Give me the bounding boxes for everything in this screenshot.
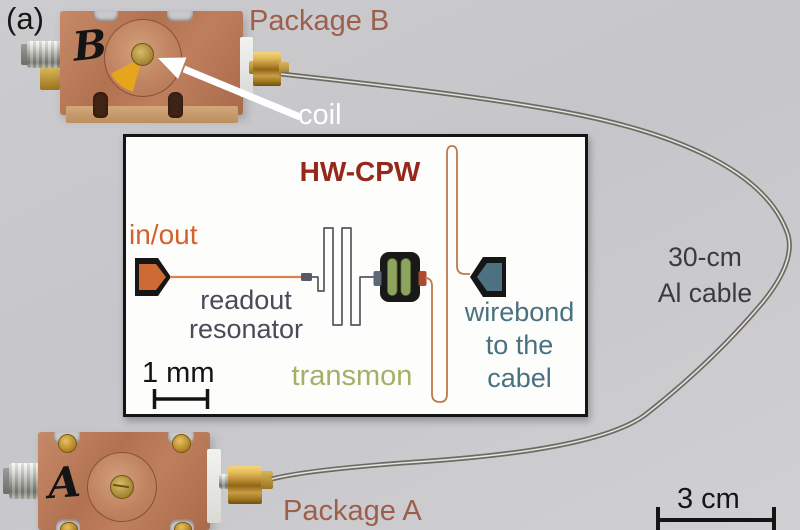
readout-label-line2: resonator [188, 313, 304, 344]
wirebond-label: wirebond to the cabel [442, 296, 597, 395]
wirebond-label-line3: cabel [487, 363, 552, 393]
package-b-slot-right [168, 92, 183, 118]
wirebond-label-line2: to the [485, 330, 554, 360]
package-a-connector-cap [3, 468, 12, 494]
panel-label: (a) [6, 1, 44, 36]
wirebond-label-line1: wirebond [464, 297, 575, 327]
package-b-center-screw [131, 43, 154, 66]
package-a-sma-barrel [261, 471, 273, 489]
readout-label-line1: readout [200, 285, 292, 315]
package-b-notch-right [167, 11, 193, 22]
package-a-screw-top-right [172, 434, 191, 453]
package-a-screw-bottom-right [174, 522, 192, 530]
package-a-sma-nut [228, 466, 262, 504]
readout-resonator-label: readout resonator [165, 286, 327, 343]
package-b-gold-fitting [40, 68, 60, 90]
package-a-marker: A [46, 456, 83, 509]
package-a-label: Package A [283, 495, 422, 527]
package-a-bracket [207, 449, 221, 523]
package-b-slot-left [93, 92, 108, 118]
cable-label: 30-cm Al cable [630, 239, 780, 311]
package-b-marker: B [70, 20, 110, 71]
coil-label: coil [298, 99, 342, 131]
package-b-sma-barrel [279, 62, 289, 76]
package-b-connector-cap [21, 44, 30, 65]
inset-scale-label: 1 mm [142, 357, 215, 389]
in-out-label: in/out [129, 219, 198, 250]
transmon-label: transmon [291, 360, 413, 392]
package-b-base-plate [66, 106, 238, 123]
photo-scale-label: 3 cm [677, 483, 740, 515]
cable-label-line2: Al cable [657, 278, 753, 308]
package-b-notch-left [94, 11, 118, 22]
package-b-sma-nut [253, 52, 281, 86]
package-b-left-connector [27, 41, 64, 68]
cable-label-line1: 30-cm [668, 242, 742, 272]
package-a-screw-top-left [58, 434, 77, 453]
package-a-screw-bottom-left [60, 522, 78, 530]
hw-cpw-label: HW-CPW [299, 156, 421, 187]
package-b-label: Package B [249, 5, 390, 37]
